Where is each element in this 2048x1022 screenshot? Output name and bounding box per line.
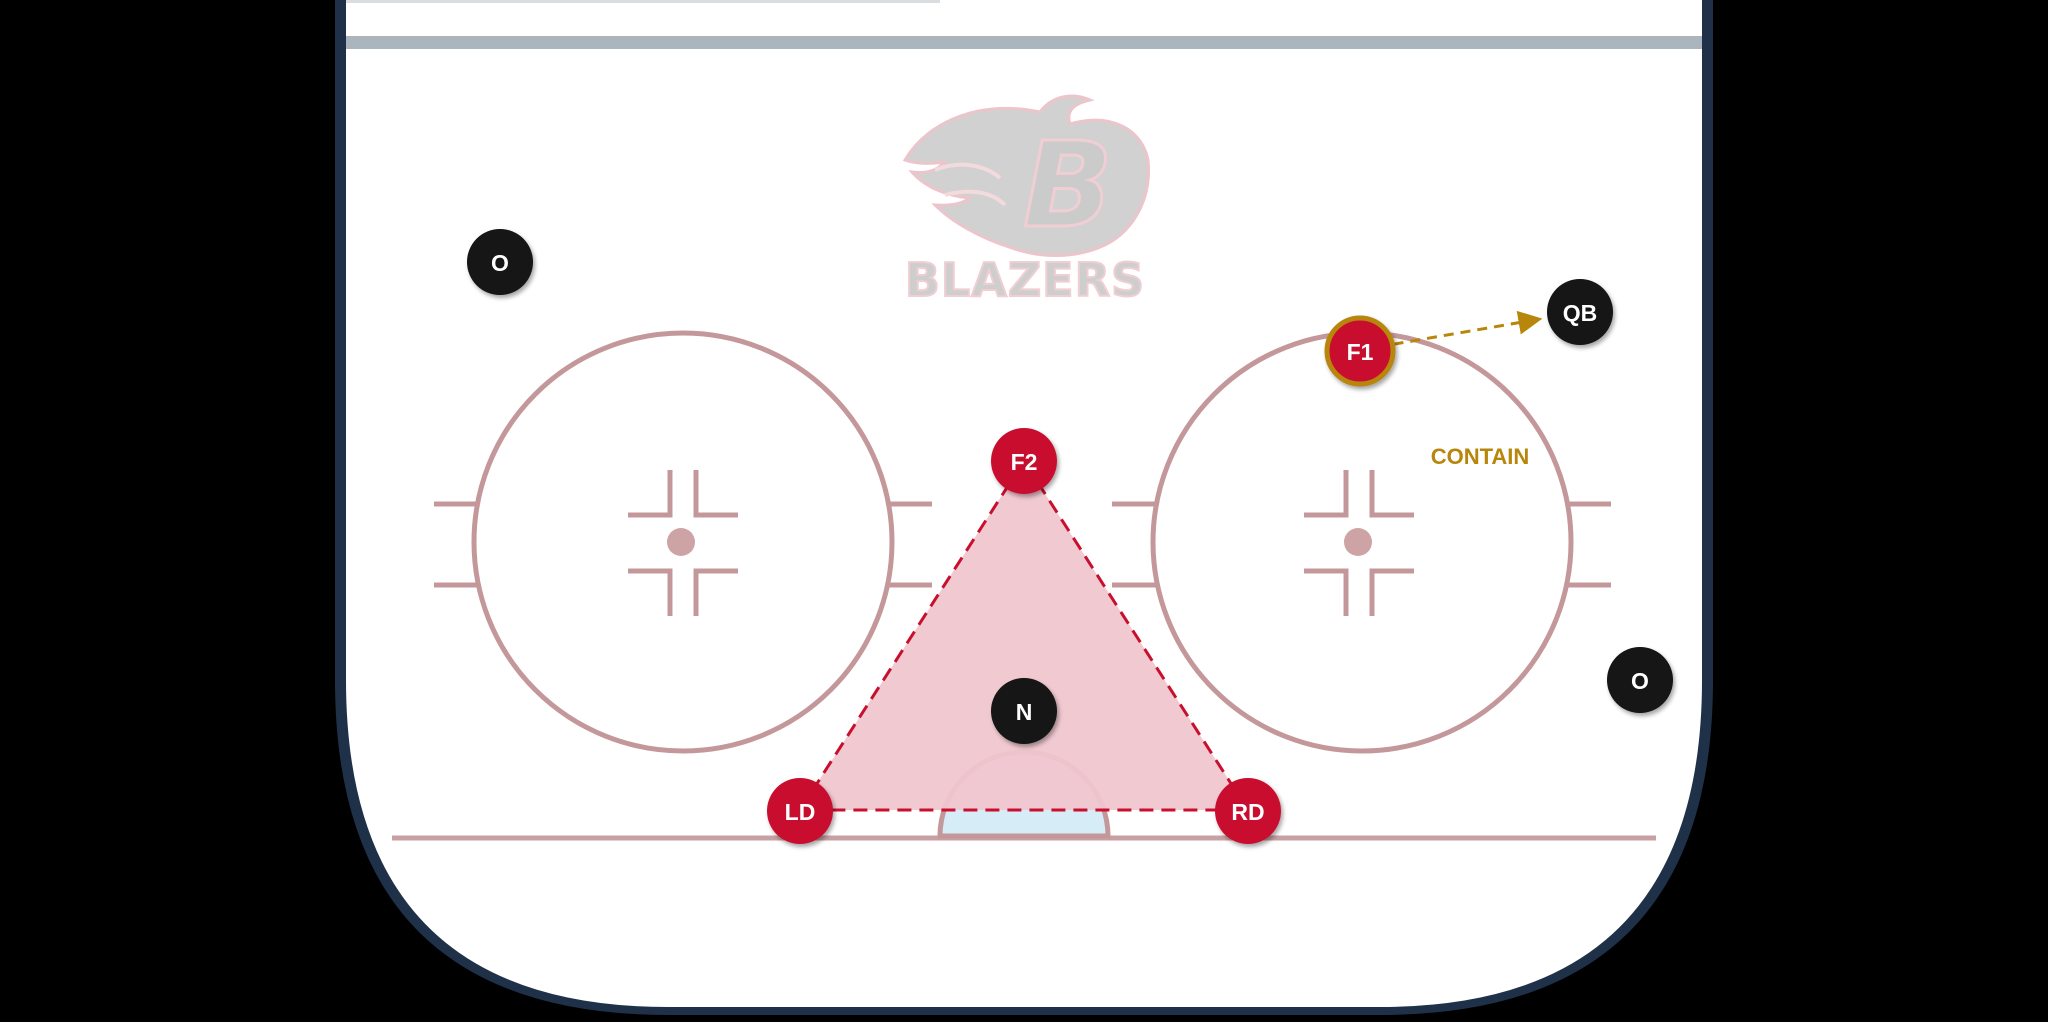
defensive-triangle: [800, 461, 1248, 810]
player-label: F1: [1347, 339, 1374, 365]
left-faceoff-dot: [667, 528, 695, 556]
player-F1[interactable]: F1: [1324, 315, 1396, 387]
player-label: O: [1631, 668, 1649, 694]
player-O-right[interactable]: O: [1607, 647, 1673, 713]
player-O-left[interactable]: O: [467, 229, 533, 295]
logo-wordmark: BLAZERS: [905, 253, 1145, 307]
top-panel-edge: [346, 0, 940, 3]
player-label: LD: [785, 799, 816, 825]
player-label: N: [1016, 699, 1033, 725]
player-label: QB: [1563, 300, 1598, 326]
glass-line: [346, 36, 1702, 49]
player-label: F2: [1011, 449, 1038, 475]
contain-arrow: [1359, 310, 1543, 352]
player-label: RD: [1231, 799, 1264, 825]
logo-letter: B: [1023, 116, 1113, 254]
player-LD[interactable]: LD: [767, 778, 833, 844]
player-label: O: [491, 250, 509, 276]
right-faceoff-circle: [1112, 330, 1611, 754]
flame-graphic: [902, 94, 1151, 257]
right-faceoff-dot: [1344, 528, 1372, 556]
player-N[interactable]: N: [991, 678, 1057, 744]
contain-label: CONTAIN: [1431, 444, 1530, 469]
defensive-triangle-outline: [798, 458, 1251, 812]
left-faceoff-circle: [434, 330, 932, 754]
player-RD[interactable]: RD: [1215, 778, 1281, 844]
player-F2[interactable]: F2: [991, 428, 1057, 494]
blazers-logo: B BLAZERS: [902, 94, 1151, 308]
player-QB[interactable]: QB: [1547, 279, 1613, 345]
